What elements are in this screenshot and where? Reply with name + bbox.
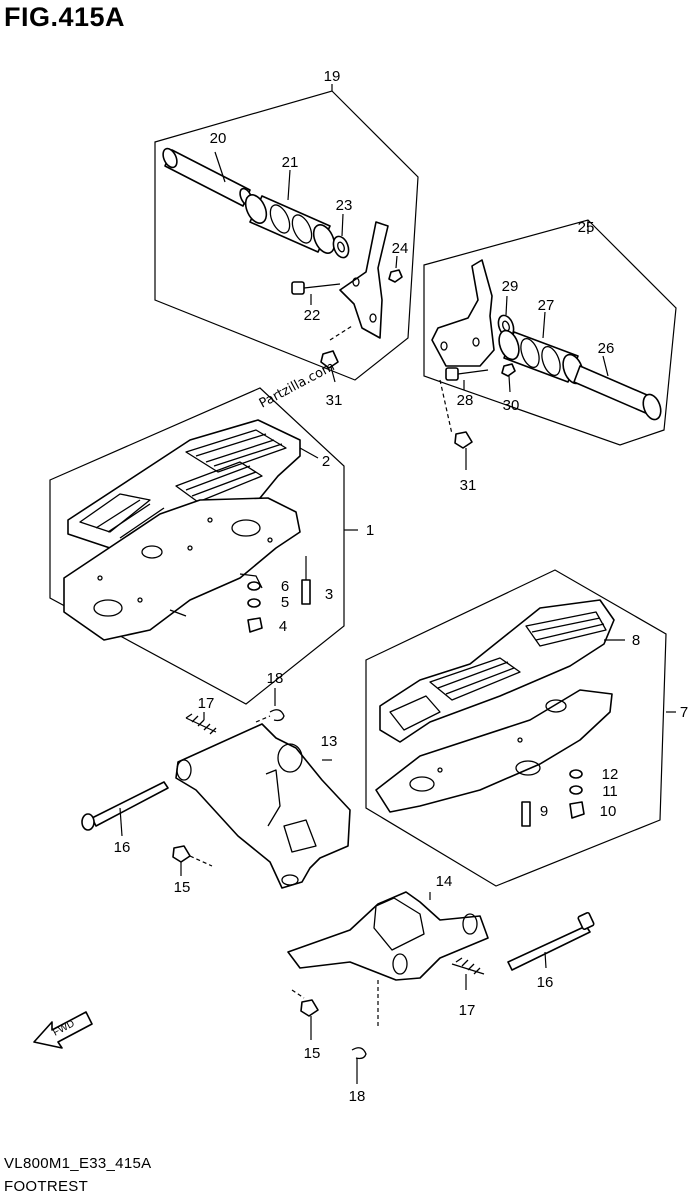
pivot-shaft-26 xyxy=(573,355,662,421)
nut-24 xyxy=(388,255,403,283)
clip-18a xyxy=(255,688,285,723)
clip-18b xyxy=(351,1047,367,1084)
spring-17b xyxy=(451,957,485,990)
callout-24: 24 xyxy=(392,240,409,257)
callout-labels: 19 20 21 23 24 22 31 25 29 27 26 28 30 3… xyxy=(114,68,689,1105)
footpeg-rubber-21 xyxy=(244,169,336,254)
callout-3: 3 xyxy=(325,586,333,603)
callout-1: 1 xyxy=(366,522,374,539)
callout-17a: 17 xyxy=(198,695,215,712)
bolt-15a xyxy=(172,845,213,876)
callout-27: 27 xyxy=(538,297,555,314)
callout-7: 7 xyxy=(680,704,688,721)
floorboard-rubber-2 xyxy=(67,419,319,549)
callout-5: 5 xyxy=(281,594,289,611)
callout-29: 29 xyxy=(502,278,519,295)
callout-31b: 31 xyxy=(460,477,477,494)
callout-18b: 18 xyxy=(349,1088,366,1105)
figure-code: VL800M1_E33_415A xyxy=(4,1155,152,1172)
callout-2: 2 xyxy=(322,453,330,470)
callout-14: 14 xyxy=(436,873,453,890)
callout-17b: 17 xyxy=(459,1002,476,1019)
bracket-13 xyxy=(175,723,351,889)
callout-15b: 15 xyxy=(304,1045,321,1062)
callout-13: 13 xyxy=(321,733,338,750)
pivot-shaft-20 xyxy=(162,147,253,207)
callout-28: 28 xyxy=(457,392,474,409)
callout-16a: 16 xyxy=(114,839,131,856)
spring-17a xyxy=(185,712,217,735)
assembly-1-outline xyxy=(49,387,358,705)
bolt-15b xyxy=(291,989,319,1040)
callout-18a: 18 xyxy=(267,670,284,687)
figure-caption: FOOTREST xyxy=(4,1178,89,1195)
floorboard-plate-7 xyxy=(375,689,613,813)
fwd-arrow-icon: FWD xyxy=(33,1011,93,1049)
callout-11: 11 xyxy=(602,783,618,800)
callout-25: 25 xyxy=(578,219,595,236)
callout-9: 9 xyxy=(540,803,548,820)
callout-8: 8 xyxy=(632,632,640,649)
bracket-25-arm xyxy=(431,259,495,367)
bracket-14 xyxy=(287,891,489,1026)
bolt-16b xyxy=(507,911,595,971)
bolt-31b xyxy=(439,379,473,470)
callout-15a: 15 xyxy=(174,879,191,896)
floorboard-rubber-8 xyxy=(379,599,625,743)
bolt-22 xyxy=(291,281,341,305)
bolt-31a xyxy=(320,325,353,383)
callout-20: 20 xyxy=(210,130,227,147)
callout-19: 19 xyxy=(324,68,341,85)
bolt-16a xyxy=(81,781,169,837)
washer-23 xyxy=(332,213,350,259)
assembly-7-outline xyxy=(365,569,676,887)
callout-4: 4 xyxy=(279,618,287,635)
small-parts-9-12 xyxy=(521,769,585,827)
callout-16b: 16 xyxy=(537,974,554,991)
callout-31a: 31 xyxy=(326,392,343,409)
callout-10: 10 xyxy=(600,803,617,820)
bracket-19-arm xyxy=(339,221,389,339)
callout-21: 21 xyxy=(282,154,299,171)
callout-23: 23 xyxy=(336,197,353,214)
callout-12: 12 xyxy=(602,766,619,783)
figure-title: FIG.415A xyxy=(4,2,126,32)
small-parts-3-6 xyxy=(247,556,311,633)
callout-6: 6 xyxy=(281,578,289,595)
callout-30: 30 xyxy=(503,397,520,414)
nut-30 xyxy=(501,363,516,393)
callout-22: 22 xyxy=(304,307,321,324)
callout-26: 26 xyxy=(598,340,615,357)
assembly-25-outline xyxy=(423,219,677,446)
assembly-19-outline xyxy=(154,84,419,381)
bolt-28 xyxy=(445,367,489,390)
